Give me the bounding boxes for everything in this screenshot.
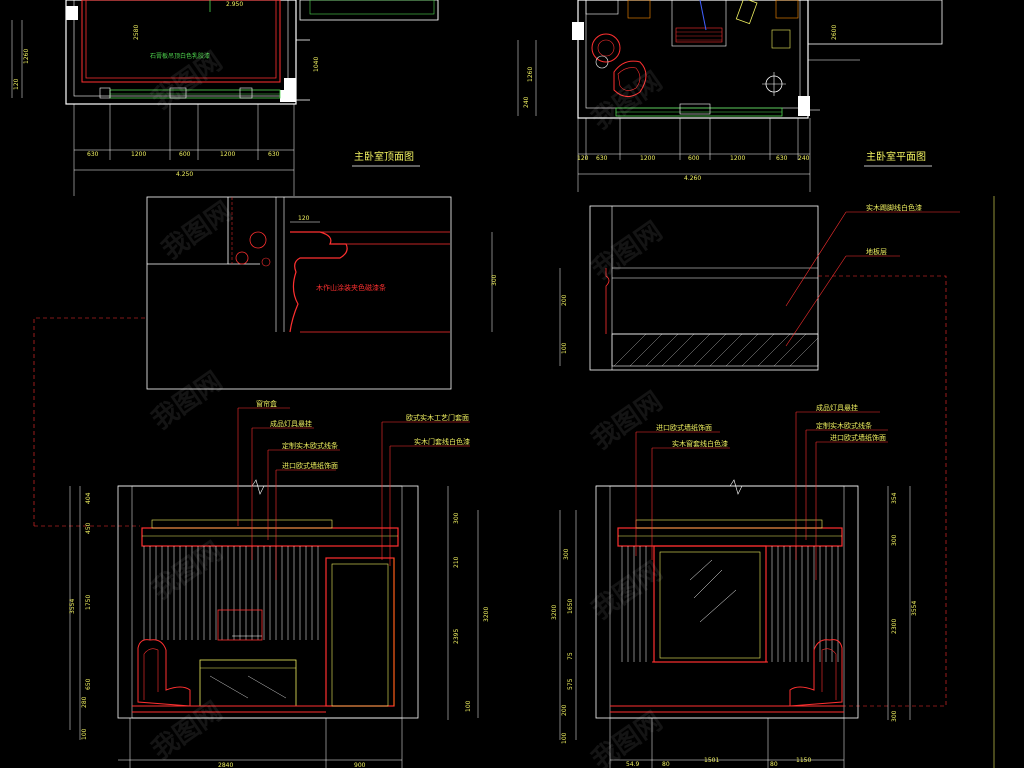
right-elev-dim-left-1: 1650 bbox=[567, 599, 574, 614]
right-elev-dim-right-2: 2300 bbox=[891, 619, 898, 634]
right-elev-dim-right-3: 300 bbox=[891, 710, 898, 722]
floor-dim-total: 4.260 bbox=[684, 175, 701, 182]
right-elev-dim-left-5: 100 bbox=[561, 732, 568, 744]
watermark-text: 我图网 bbox=[587, 216, 668, 285]
left-elev-dim-left-total: 3554 bbox=[69, 599, 76, 614]
right-elev-dim-left-total: 3200 bbox=[551, 605, 558, 620]
right-elev-callout-right-1: 定制实木欧式线条 bbox=[816, 421, 872, 430]
right-elev-dim-right-1: 300 bbox=[891, 534, 898, 546]
ceiling-dim-left-1: 120 bbox=[13, 78, 20, 90]
right-elev-dim-left-0: 300 bbox=[563, 548, 570, 560]
floor-dim-bottom-1: 630 bbox=[596, 155, 608, 162]
watermark-text: 我图网 bbox=[587, 706, 668, 768]
left-elev-dim-left-1: 450 bbox=[85, 522, 92, 534]
left-elev-dim-left-4: 280 bbox=[81, 696, 88, 708]
floor-dim-bottom-6: 240 bbox=[798, 155, 810, 162]
left-elev-dim-bottom-1: 900 bbox=[354, 762, 366, 768]
right-elev-dim-bottom-0: 54.9 bbox=[626, 761, 640, 768]
left-elev-dim-bottom-0: 2840 bbox=[218, 762, 233, 768]
right-elev-dim-bottom-3: 80 bbox=[770, 761, 778, 768]
ceiling-dim-bottom-4: 630 bbox=[268, 151, 280, 158]
left-elev-callout-5: 实木门套线白色漆 bbox=[414, 437, 470, 446]
left-elev-dim-left-0: 404 bbox=[85, 492, 92, 504]
cornice-detail: 120 300 木作山涂装夹色磁漆条 bbox=[146, 196, 498, 390]
floor-plan-title: 主卧室平面图 bbox=[866, 150, 926, 163]
ceiling-plan-title: 主卧室顶面图 bbox=[354, 150, 414, 163]
ceiling-dim-bottom-2: 600 bbox=[179, 151, 191, 158]
skirting-detail: 200 100 实木踢脚线白色漆 地板层 bbox=[559, 203, 960, 371]
right-elev-dim-right-total: 3554 bbox=[911, 601, 918, 616]
right-elev-dim-bottom-4: 1150 bbox=[796, 757, 811, 764]
floor-dim-left-1: 240 bbox=[523, 96, 530, 108]
left-elevation: 窗帘盒 成品灯具悬挂 定制实木欧式线条 进口欧式墙纸饰面 欧式实木工艺门套面 实… bbox=[69, 399, 490, 768]
watermark-text: 我图网 bbox=[147, 696, 228, 765]
floor-plan: 1260 240 2600 120 630 1200 600 1200 630 … bbox=[517, 0, 943, 192]
right-elev-callout-left-0: 进口欧式墙纸饰面 bbox=[656, 423, 712, 432]
floor-dim-bottom-2: 1200 bbox=[640, 155, 655, 162]
floor-dim-bottom-4: 1200 bbox=[730, 155, 745, 162]
left-elev-callout-2: 定制实木欧式线条 bbox=[282, 441, 338, 450]
right-elev-dim-bottom-2: 1501 bbox=[704, 757, 719, 764]
right-elev-dim-left-4: 200 bbox=[561, 704, 568, 716]
left-elev-callout-1: 成品灯具悬挂 bbox=[270, 419, 312, 428]
ceiling-plan: 2.950 石膏板吊顶白色乳胶漆 1260 120 2580 1040 630 … bbox=[11, 0, 439, 196]
floor-dim-bottom-0: 120 bbox=[577, 155, 589, 162]
floor-dim-left-0: 1260 bbox=[527, 67, 534, 82]
right-elev-dim-bottom-1: 80 bbox=[662, 761, 670, 768]
ceiling-dim-left-inner: 2580 bbox=[133, 25, 140, 40]
skirting-label-1: 地板层 bbox=[866, 247, 887, 256]
ceiling-dim-right: 1040 bbox=[313, 57, 320, 72]
left-elev-callout-3: 进口欧式墙纸饰面 bbox=[282, 461, 338, 470]
left-elev-dim-left-3: 650 bbox=[85, 678, 92, 690]
skirting-dim-left-1: 100 bbox=[561, 342, 568, 354]
left-elev-dim-right-4: 100 bbox=[465, 700, 472, 712]
left-elev-callout-4: 欧式实木工艺门套面 bbox=[406, 413, 469, 422]
ceiling-dim-bottom-1: 1200 bbox=[131, 151, 146, 158]
right-elev-callout-right-2: 进口欧式墙纸饰面 bbox=[830, 433, 886, 442]
cornice-dim-right: 300 bbox=[491, 274, 498, 286]
left-elev-dim-right-1: 210 bbox=[453, 556, 460, 568]
floor-dim-right: 2600 bbox=[831, 25, 838, 40]
right-elevation: 进口欧式墙纸饰面 实木窗套线白色漆 成品灯具悬挂 定制实木欧式线条 进口欧式墙纸… bbox=[551, 403, 918, 768]
ceiling-room-note: 石膏板吊顶白色乳胶漆 bbox=[150, 52, 210, 60]
left-elev-dim-right-0: 300 bbox=[453, 512, 460, 524]
watermark-text: 我图网 bbox=[587, 66, 668, 135]
ceiling-dim-bottom-0: 630 bbox=[87, 151, 99, 158]
left-elev-dim-left-2: 1750 bbox=[85, 595, 92, 610]
floor-dim-bottom-5: 630 bbox=[776, 155, 788, 162]
skirting-dim-left-0: 200 bbox=[561, 294, 568, 306]
ceiling-dim-bottom-3: 1200 bbox=[220, 151, 235, 158]
left-elev-dim-right-2: 3200 bbox=[483, 607, 490, 622]
ceiling-dim-total: 4.250 bbox=[176, 171, 193, 178]
left-elev-callout-0: 窗帘盒 bbox=[256, 399, 277, 408]
ceiling-level-mark: 2.950 bbox=[226, 1, 243, 8]
watermark-text: 我图网 bbox=[147, 366, 228, 435]
cornice-label: 木作山涂装夹色磁漆条 bbox=[316, 283, 386, 292]
floor-dim-bottom-3: 600 bbox=[688, 155, 700, 162]
watermark-text: 我图网 bbox=[587, 556, 668, 625]
skirting-label-0: 实木踢脚线白色漆 bbox=[866, 203, 922, 212]
ceiling-dim-left-0: 1260 bbox=[23, 49, 30, 64]
right-elev-dim-right-0: 354 bbox=[891, 492, 898, 504]
cornice-dim-top: 120 bbox=[298, 215, 310, 222]
left-elev-dim-left-5: 100 bbox=[81, 728, 88, 740]
watermark-text: 我图网 bbox=[157, 196, 238, 265]
left-elev-dim-right-3: 2395 bbox=[453, 629, 460, 644]
right-elev-dim-left-2: 75 bbox=[567, 652, 574, 660]
right-elev-dim-left-3: 575 bbox=[567, 678, 574, 690]
right-elev-callout-left-1: 实木窗套线白色漆 bbox=[672, 439, 728, 448]
right-elev-callout-right-0: 成品灯具悬挂 bbox=[816, 403, 858, 412]
watermark-text: 我图网 bbox=[587, 386, 668, 455]
